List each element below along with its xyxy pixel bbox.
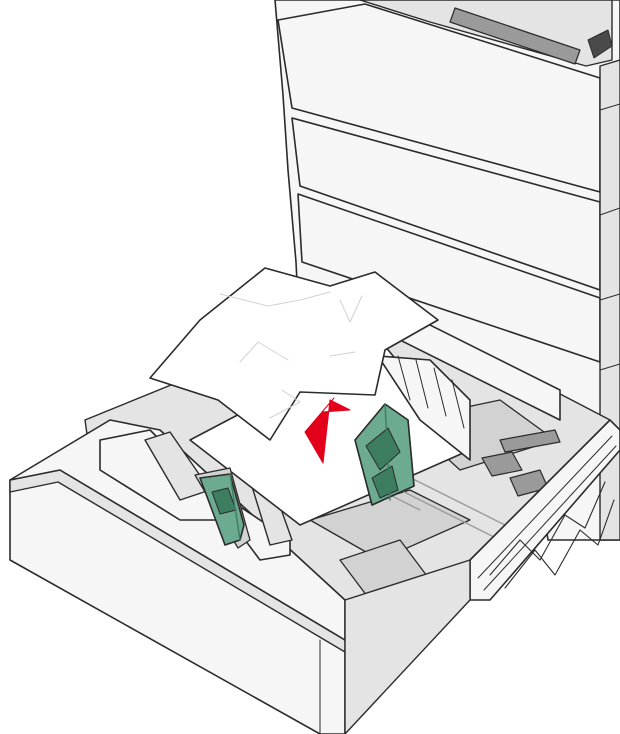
width-guide: tab-handle-icon	[194, 467, 251, 549]
length-guide: tab-handle-icon	[354, 403, 415, 506]
jammed-paper-sheet	[149, 267, 439, 441]
top-control-button	[587, 29, 613, 59]
tray-right-end	[344, 559, 471, 734]
tray-recess-slot	[499, 429, 561, 453]
arrow-up-icon: arrow-up-icon	[304, 397, 351, 464]
output-slot	[449, 7, 581, 65]
removal-direction-arrow	[304, 397, 351, 464]
tray-recess-small-a	[481, 451, 523, 477]
jammed-paper	[149, 267, 439, 441]
